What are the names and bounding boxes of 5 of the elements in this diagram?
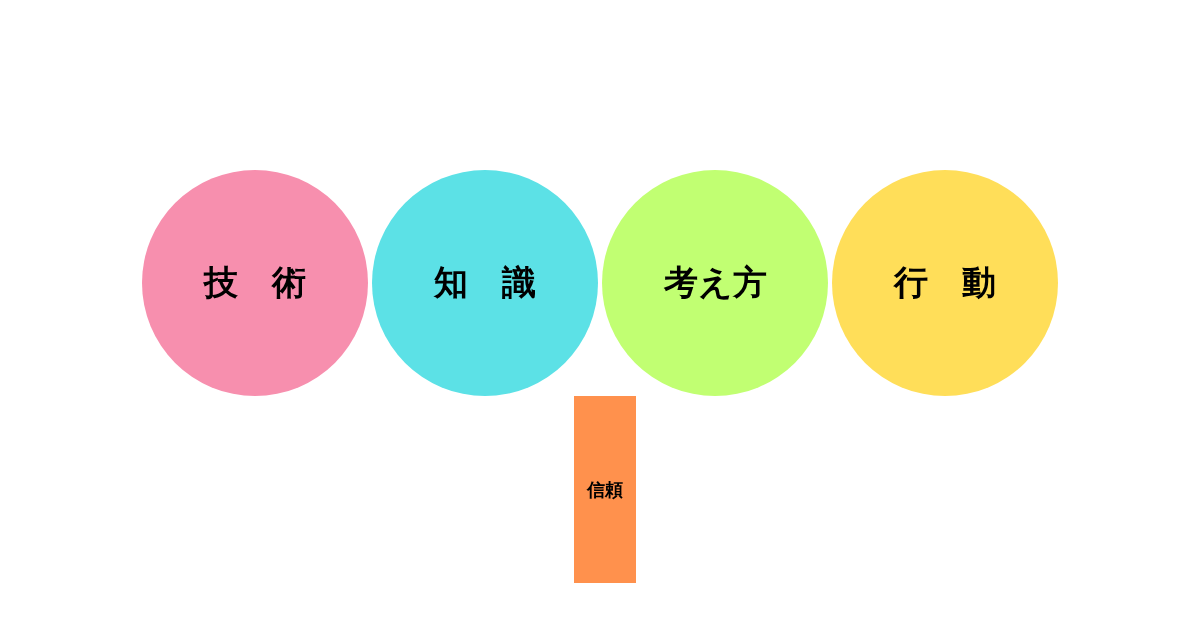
pillar-bar: 信頼 — [574, 396, 636, 583]
topic-circle: 知 識 — [372, 170, 598, 396]
topic-circle: 行 動 — [832, 170, 1058, 396]
topic-circle: 技 術 — [142, 170, 368, 396]
topic-circle: 考え方 — [602, 170, 828, 396]
